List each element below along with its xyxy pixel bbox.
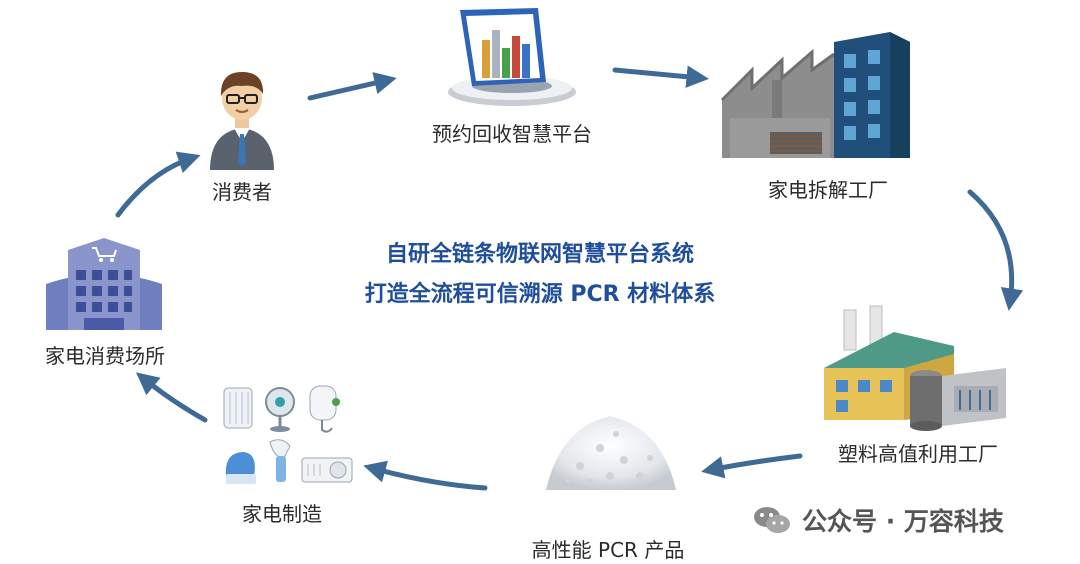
watermark: 公众号 · 万容科技 xyxy=(752,500,1004,540)
pcr-label: 高性能 PCR 产品 xyxy=(531,538,685,562)
center-title-line1: 自研全链条物联网智慧平台系统 xyxy=(385,242,695,267)
consumer-icon xyxy=(210,72,274,170)
arrow-dismantle-to-plastic xyxy=(967,189,1024,311)
arrow-consumer-to-platform xyxy=(307,72,397,101)
arrow-platform-to-dismantle xyxy=(612,65,709,88)
mall-icon xyxy=(46,238,162,330)
platform-label: 预约回收智慧平台 xyxy=(432,122,592,146)
plastic-label: 塑料高值利用工厂 xyxy=(838,442,998,466)
consumer-label: 消费者 xyxy=(212,180,272,204)
manufacture-label: 家电制造 xyxy=(242,502,322,526)
chart-platform-icon xyxy=(448,8,576,106)
arrow-plastic-to-pcr xyxy=(701,453,803,479)
store-label: 家电消费场所 xyxy=(45,344,165,368)
arrow-store-to-consumer xyxy=(115,151,201,218)
arrow-pcr-to-manufacture xyxy=(363,460,488,491)
center-title-line2: 打造全流程可信溯源 PCR 材料体系 xyxy=(364,282,716,307)
dismantle-label: 家电拆解工厂 xyxy=(768,178,888,202)
appliances-icon xyxy=(223,385,353,484)
arrow-manufacture-to-store xyxy=(136,372,208,423)
wechat-icon xyxy=(754,507,790,533)
pellets-icon xyxy=(546,416,676,490)
watermark-text: 公众号 · 万容科技 xyxy=(802,507,1004,536)
chemical-plant-icon xyxy=(824,305,1006,431)
factory-icon xyxy=(720,32,910,158)
